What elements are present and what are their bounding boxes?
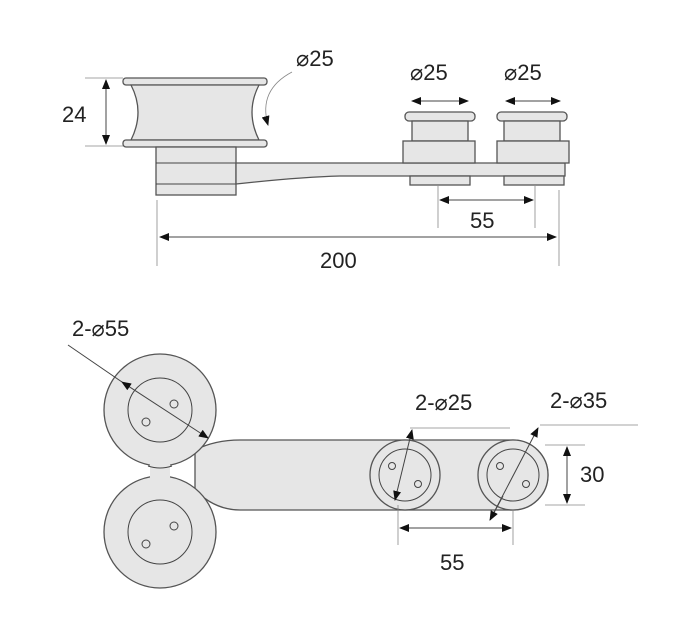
side-spacing-label: 55: [470, 208, 494, 233]
large-disc-2: [103, 475, 217, 589]
height-label: 24: [62, 102, 86, 127]
large-roller: [122, 77, 268, 196]
length-label: 200: [320, 248, 357, 273]
small-roller-1-label: ⌀25: [410, 60, 448, 85]
small-roller-2: [496, 111, 570, 186]
top-spacing-label: 55: [440, 550, 464, 575]
roller-leader-arrow: [261, 71, 293, 126]
small-disc-1: [369, 439, 441, 511]
large-disc-1: [103, 353, 217, 467]
roller-diameter-label: ⌀25: [296, 46, 334, 71]
large-disc-label: 2-⌀55: [72, 316, 129, 341]
side-view: 24 ⌀25 ⌀25 ⌀25 55 200: [62, 46, 570, 273]
small-roller-2-label: ⌀25: [504, 60, 542, 85]
top-view: 2-⌀55 2-⌀25 2-⌀35 30 55: [67, 316, 638, 589]
hole-label: 2-⌀25: [415, 390, 472, 415]
arm-side: [235, 162, 566, 185]
width-label: 30: [580, 462, 604, 487]
small-roller-1: [402, 111, 476, 186]
small-disc-label: 2-⌀35: [550, 388, 607, 413]
